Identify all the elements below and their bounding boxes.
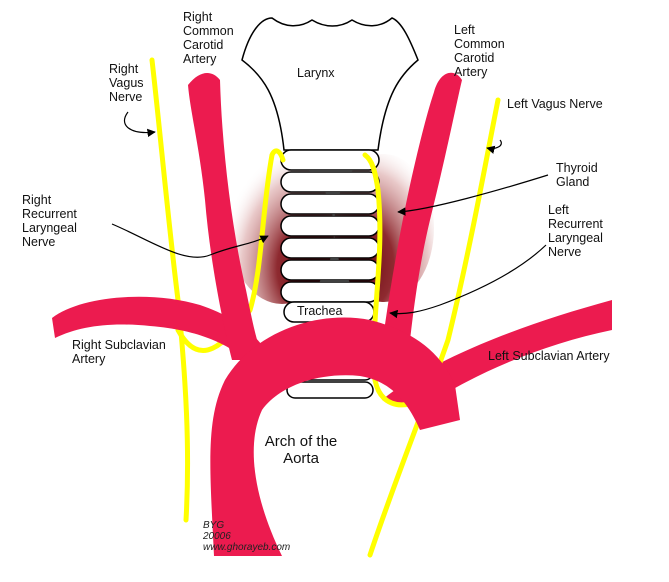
trachea-ring xyxy=(280,281,380,303)
right-subclavian-label: Right Subclavian Artery xyxy=(72,338,166,366)
pointer-arrows xyxy=(111,111,549,319)
arrow-left-recurrent xyxy=(389,244,547,319)
trachea-ring xyxy=(280,259,380,281)
right-recurrent-laryngeal-label: Right Recurrent Laryngeal Nerve xyxy=(22,193,77,249)
arch-of-aorta-label: Arch of the Aorta xyxy=(264,433,338,467)
left-common-carotid-label: Left Common Carotid Artery xyxy=(454,23,505,79)
trachea-ring xyxy=(280,193,380,215)
credit-line-3: www.ghorayeb.com xyxy=(203,542,291,553)
arrow-thyroid xyxy=(397,174,549,216)
left-common-carotid-artery xyxy=(380,72,462,361)
left-recurrent-laryngeal-label: Left Recurrent Laryngeal Nerve xyxy=(548,203,603,259)
right-vagus-label: Right Vagus Nerve xyxy=(109,62,144,104)
credit-text: BYG 20006 www.ghorayeb.com xyxy=(203,520,290,553)
right-recurrent-laryngeal-nerve xyxy=(175,148,286,353)
thyroid-gland-label: Thyroid Gland xyxy=(556,161,598,189)
larynx-label: Larynx xyxy=(297,66,335,80)
left-vagus-label: Left Vagus Nerve xyxy=(507,97,603,111)
right-subclavian-artery xyxy=(52,296,262,362)
credit-line-1: BYG xyxy=(203,520,225,531)
left-subclavian-label: Left Subclavian Artery xyxy=(488,349,610,363)
credit-line-2: 20006 xyxy=(203,531,231,542)
aortic-arch xyxy=(210,317,460,556)
left-recurrent-laryngeal-nerve xyxy=(362,152,423,408)
arrow-right-recurrent xyxy=(111,223,269,258)
right-common-carotid-artery xyxy=(188,73,265,361)
left-vagus-nerve xyxy=(367,97,501,558)
arrow-right-vagus xyxy=(123,111,156,138)
trachea-ring xyxy=(280,237,380,259)
trachea-label: Trachea xyxy=(297,304,343,318)
trachea-ring xyxy=(280,215,380,237)
trachea-ring xyxy=(280,171,380,193)
trachea-ring xyxy=(286,381,374,399)
arrow-left-vagus xyxy=(486,139,502,154)
right-common-carotid-label: Right Common Carotid Artery xyxy=(183,10,234,66)
right-vagus-nerve xyxy=(149,57,191,523)
larynx xyxy=(241,17,419,151)
nerves xyxy=(149,57,501,558)
